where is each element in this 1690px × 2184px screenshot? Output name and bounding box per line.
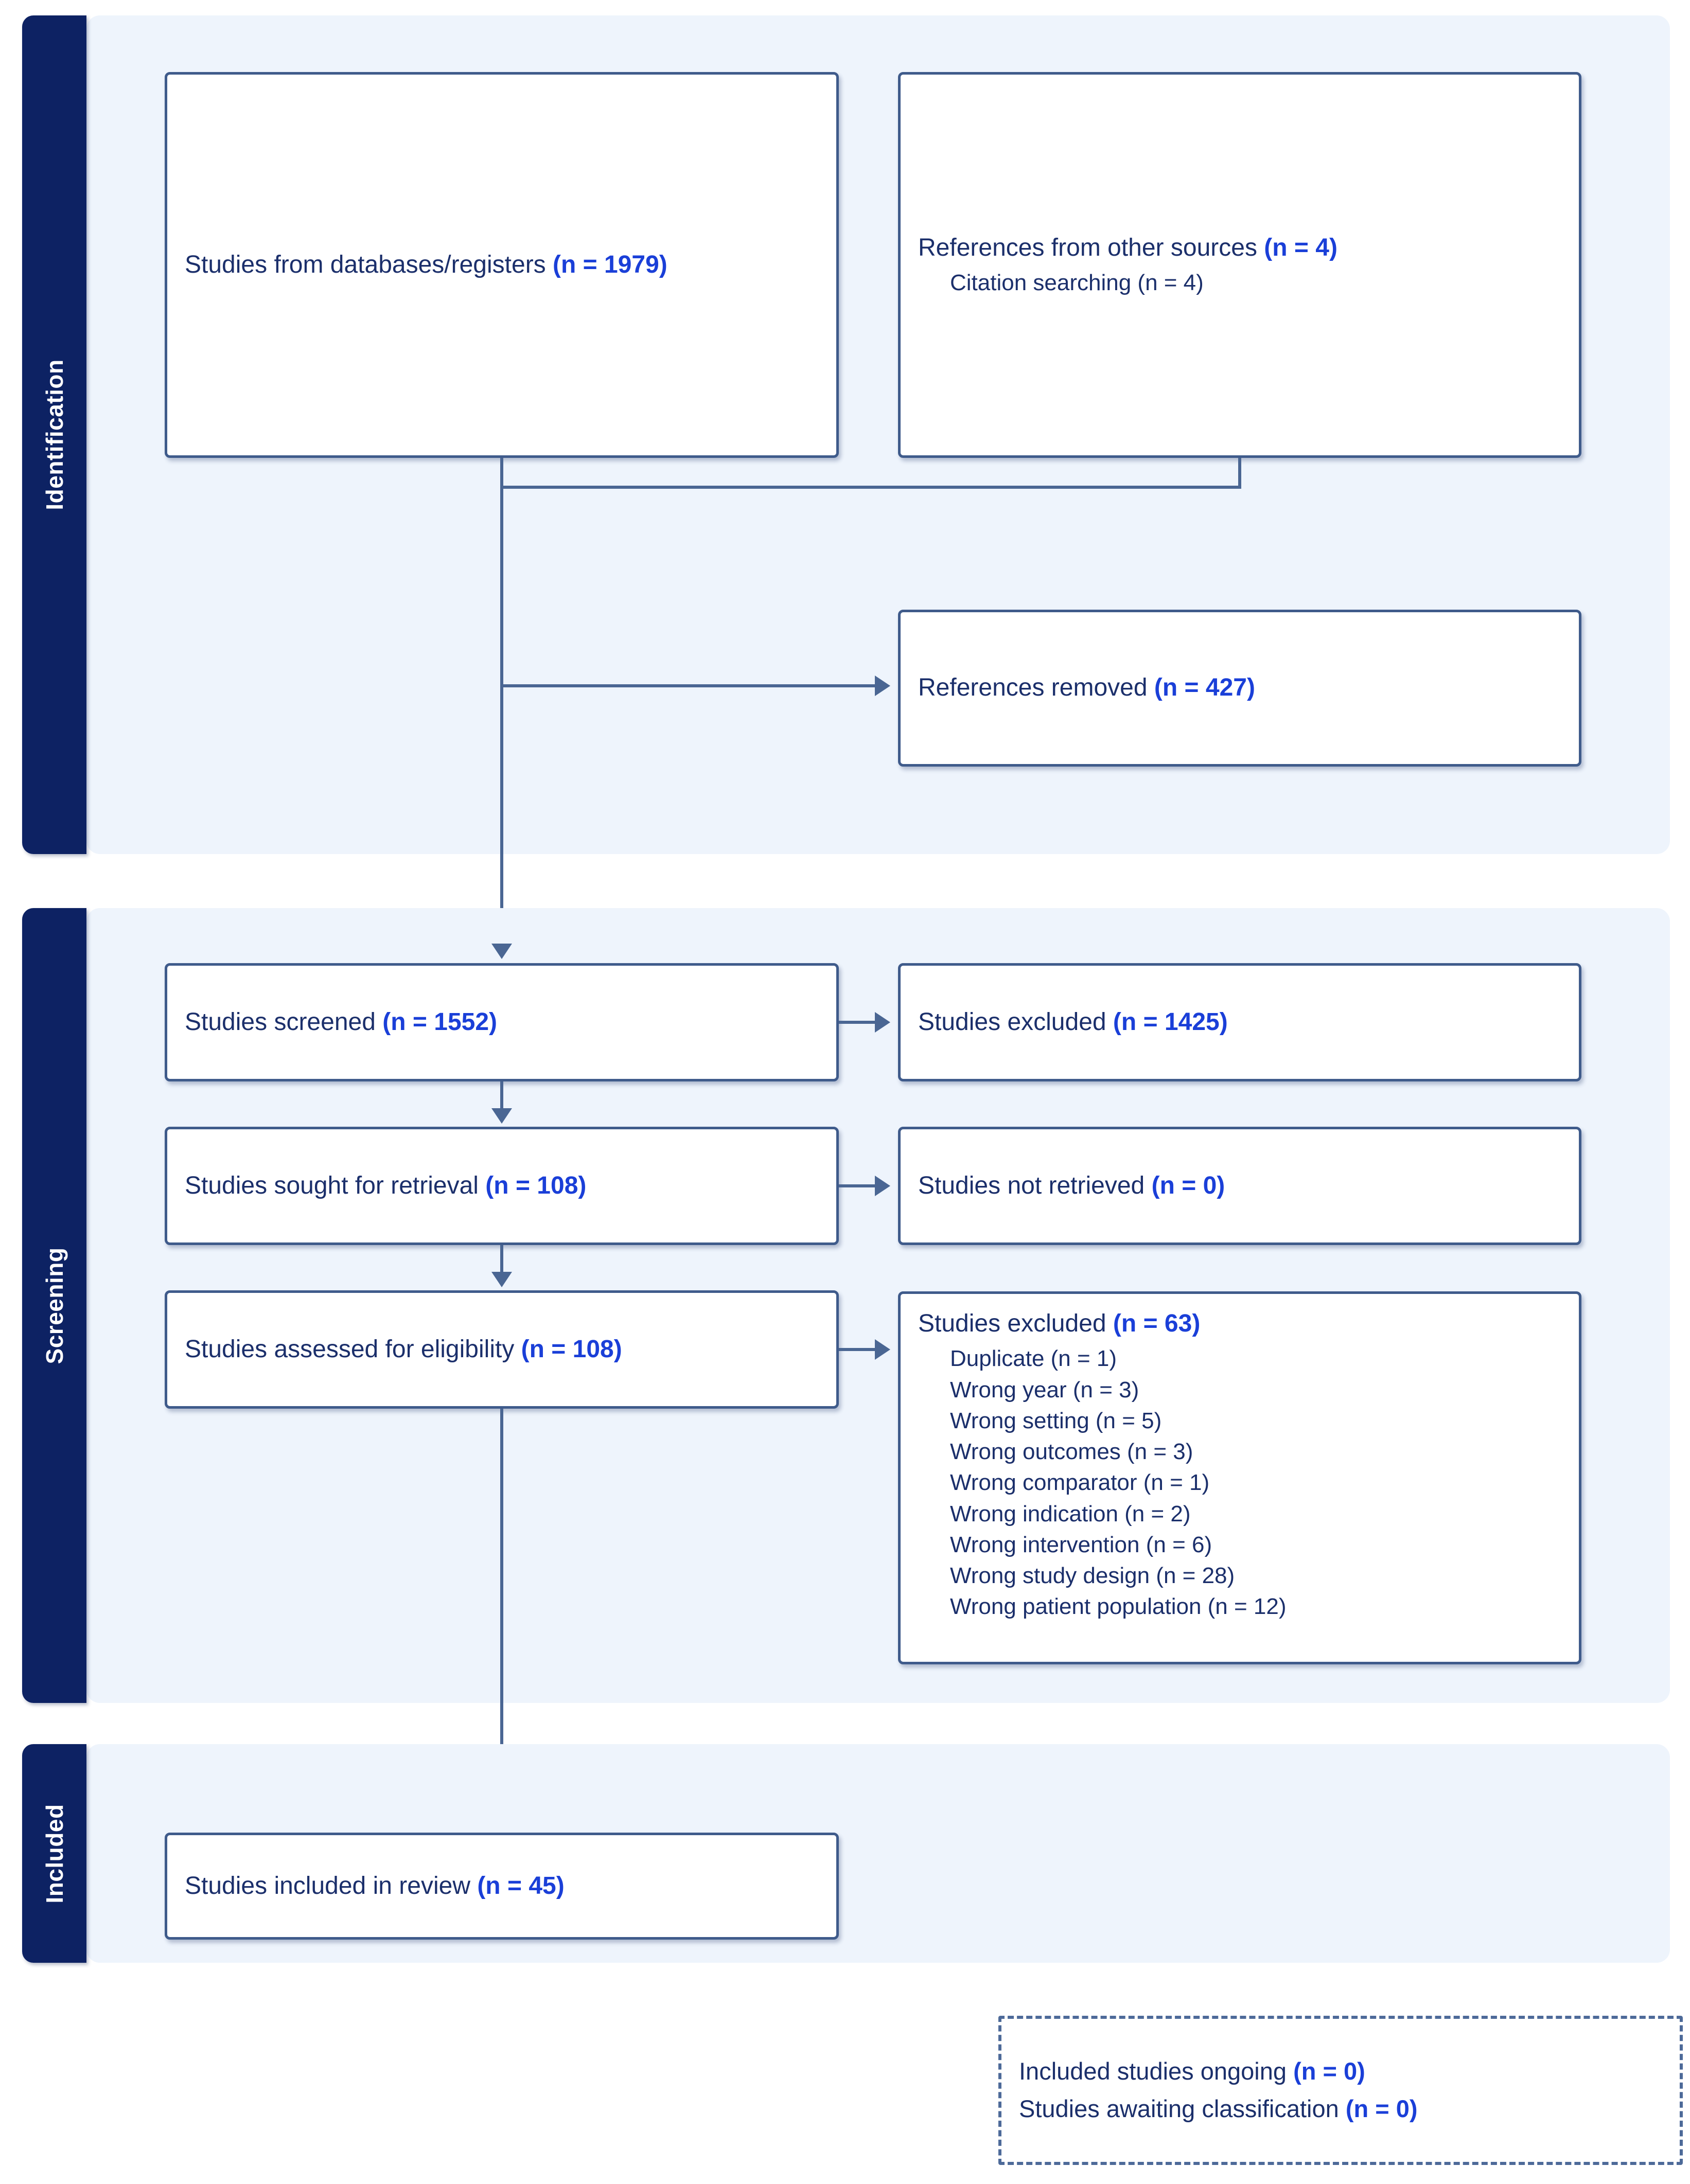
connector-assessed-to-excluded <box>839 1348 876 1351</box>
exclusion-reason-item: Wrong comparator (n = 1) <box>950 1470 1210 1496</box>
node-references-other-sources-count: (n = 4) <box>1264 234 1337 261</box>
exclusion-reason-item: Wrong year (n = 3) <box>950 1377 1139 1402</box>
node-references-removed-inner: References removed (n = 427) <box>901 671 1579 704</box>
node-references-removed-title: References removed (n = 427) <box>918 674 1255 702</box>
stage-tab-screening-label: Screening <box>41 1247 68 1364</box>
arrow-screened-to-excluded <box>875 1012 890 1033</box>
exclusion-reason-item: Wrong setting (n = 5) <box>950 1408 1162 1433</box>
exclusion-reason-item: Wrong indication (n = 2) <box>950 1501 1191 1526</box>
node-studies-included-in-review: Studies included in review (n = 45) <box>165 1833 839 1940</box>
node-studies-sought-for-retrieval-title: Studies sought for retrieval (n = 108) <box>185 1171 587 1199</box>
sublist-item: Citation searching (n = 4) <box>950 270 1204 296</box>
connector-screened-to-sought <box>500 1081 503 1113</box>
connector-databases-down <box>500 458 503 489</box>
node-studies-screened-count: (n = 1552) <box>382 1008 498 1036</box>
connector-sought-to-assessed <box>500 1245 503 1277</box>
node-references-other-sources-sublist: Citation searching (n = 4) <box>918 268 1561 298</box>
node-studies-excluded-screening-title: Studies excluded (n = 1425) <box>918 1008 1228 1036</box>
node-studies-assessed-for-eligibility-inner: Studies assessed for eligibility (n = 10… <box>167 1333 836 1366</box>
node-studies-excluded-eligibility-title: Studies excluded (n = 63) <box>918 1310 1201 1337</box>
node-studies-included-in-review-count: (n = 45) <box>477 1872 565 1899</box>
arrow-sought-to-not-retrieved <box>875 1176 890 1196</box>
arrow-assessed-to-excluded <box>875 1339 890 1360</box>
connector-merge-bar <box>500 486 1241 489</box>
node-studies-excluded-eligibility-inner: Studies excluded (n = 63) Duplicate (n =… <box>901 1294 1579 1623</box>
included-studies-ongoing-count: (n = 0) <box>1293 2057 1365 2085</box>
node-studies-assessed-for-eligibility: Studies assessed for eligibility (n = 10… <box>165 1290 839 1409</box>
arrow-to-studies-sought <box>491 1108 512 1124</box>
studies-awaiting-classification-line: Studies awaiting classification (n = 0) <box>1019 2095 1418 2122</box>
node-studies-from-databases: Studies from databases/registers (n = 19… <box>165 72 839 458</box>
connector-other-sources-down <box>1238 458 1241 489</box>
connector-assessed-to-included <box>500 1409 503 1820</box>
node-studies-included-in-review-title: Studies included in review (n = 45) <box>185 1872 565 1899</box>
node-studies-excluded-eligibility: Studies excluded (n = 63) Duplicate (n =… <box>898 1291 1581 1664</box>
arrow-to-studies-screened <box>491 944 512 959</box>
exclusion-reason-item: Duplicate (n = 1) <box>950 1346 1117 1372</box>
stage-tab-included: Included <box>22 1744 86 1963</box>
node-studies-assessed-for-eligibility-title: Studies assessed for eligibility (n = 10… <box>185 1335 622 1363</box>
connector-sought-to-not-retrieved <box>839 1184 876 1187</box>
connector-screened-to-excluded <box>839 1021 876 1024</box>
exclusion-reason-item: Wrong study design (n = 28) <box>950 1563 1235 1589</box>
node-studies-screened-inner: Studies screened (n = 1552) <box>167 1006 836 1039</box>
exclusion-reason-item: Wrong intervention (n = 6) <box>950 1532 1212 1557</box>
node-studies-sought-for-retrieval-inner: Studies sought for retrieval (n = 108) <box>167 1169 836 1202</box>
node-studies-from-databases-title: Studies from databases/registers (n = 19… <box>185 251 667 278</box>
stage-tab-identification-label: Identification <box>41 359 68 510</box>
node-studies-screened: Studies screened (n = 1552) <box>165 963 839 1081</box>
node-studies-not-retrieved: Studies not retrieved (n = 0) <box>898 1127 1581 1245</box>
node-studies-not-retrieved-count: (n = 0) <box>1151 1171 1225 1199</box>
arrow-to-references-removed <box>875 676 890 696</box>
arrow-to-studies-assessed <box>491 1272 512 1287</box>
node-studies-screened-title: Studies screened (n = 1552) <box>185 1008 498 1036</box>
exclusion-reason-item: Wrong patient population (n = 12) <box>950 1594 1287 1620</box>
studies-awaiting-classification-count: (n = 0) <box>1345 2095 1418 2122</box>
node-studies-sought-for-retrieval: Studies sought for retrieval (n = 108) <box>165 1127 839 1245</box>
node-studies-from-databases-count: (n = 1979) <box>553 251 667 278</box>
node-ongoing-and-awaiting-classification: Included studies ongoing (n = 0) Studies… <box>998 2016 1683 2165</box>
node-references-other-sources-inner: References from other sources (n = 4) Ci… <box>901 232 1579 299</box>
node-references-other-sources-title: References from other sources (n = 4) <box>918 234 1337 261</box>
node-studies-excluded-screening-inner: Studies excluded (n = 1425) <box>901 1006 1579 1039</box>
included-studies-ongoing-line: Included studies ongoing (n = 0) <box>1019 2057 1365 2085</box>
node-studies-excluded-screening-count: (n = 1425) <box>1113 1008 1228 1036</box>
node-studies-from-databases-inner: Studies from databases/registers (n = 19… <box>167 248 836 281</box>
connector-to-references-removed <box>500 684 876 687</box>
node-references-removed-count: (n = 427) <box>1154 674 1255 702</box>
node-studies-included-in-review-inner: Studies included in review (n = 45) <box>167 1870 836 1903</box>
connector-main-trunk-identification <box>500 486 503 944</box>
node-studies-not-retrieved-inner: Studies not retrieved (n = 0) <box>901 1169 1579 1202</box>
exclusion-reason-list: Duplicate (n = 1) Wrong year (n = 3) Wro… <box>918 1343 1561 1622</box>
node-studies-not-retrieved-title: Studies not retrieved (n = 0) <box>918 1171 1225 1199</box>
exclusion-reason-item: Wrong outcomes (n = 3) <box>950 1439 1193 1465</box>
stage-tab-included-label: Included <box>41 1803 68 1904</box>
node-references-removed: References removed (n = 427) <box>898 610 1581 767</box>
node-references-other-sources: References from other sources (n = 4) Ci… <box>898 72 1581 458</box>
node-ongoing-and-awaiting-classification-inner: Included studies ongoing (n = 0) Studies… <box>1001 2053 1680 2128</box>
node-studies-excluded-eligibility-count: (n = 63) <box>1113 1310 1201 1337</box>
node-studies-sought-for-retrieval-count: (n = 108) <box>485 1171 587 1199</box>
stage-tab-screening: Screening <box>22 908 86 1703</box>
node-studies-excluded-screening: Studies excluded (n = 1425) <box>898 963 1581 1081</box>
node-studies-assessed-for-eligibility-count: (n = 108) <box>521 1335 622 1363</box>
stage-tab-identification: Identification <box>22 15 86 854</box>
